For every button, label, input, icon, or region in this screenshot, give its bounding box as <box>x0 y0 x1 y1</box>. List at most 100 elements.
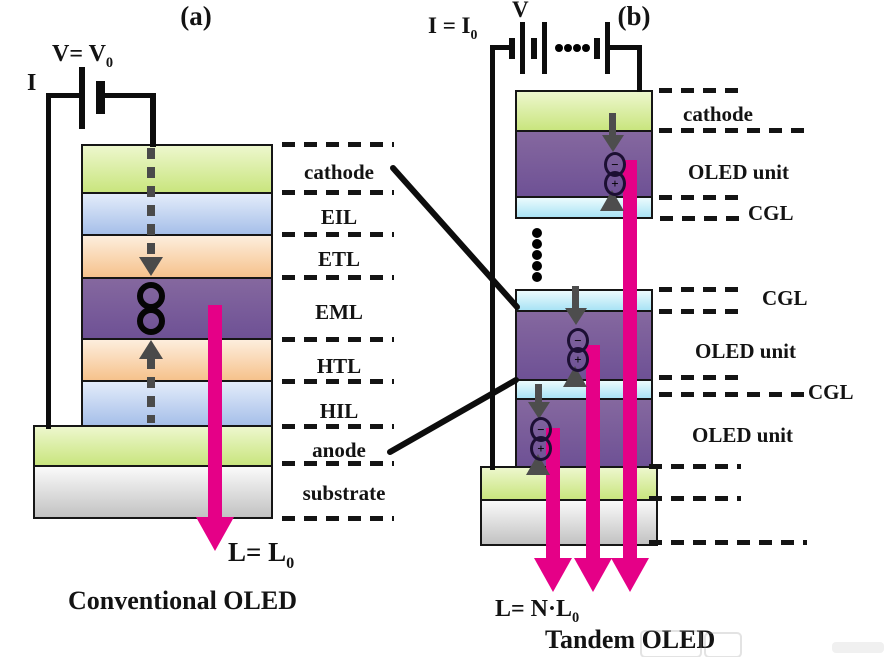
light-arrow-a-head <box>196 517 234 551</box>
battery-b-ellipsis-dot-4 <box>582 44 590 52</box>
layer-a-anode <box>33 425 273 467</box>
hole-flow-dashed-arrow-icon <box>147 358 155 423</box>
light-arrow-b2-shaft <box>586 345 600 560</box>
watermark-overlay-2 <box>704 632 742 657</box>
battery-a-long-plate <box>79 67 85 129</box>
luminance-a-label: L= L0 <box>228 537 294 572</box>
wire-a-left-horizontal <box>46 93 84 98</box>
leader-dash-a-6 <box>282 379 394 384</box>
label-b-cathode: cathode <box>683 102 753 126</box>
layer-b-cathode <box>515 90 653 132</box>
leader-dash-b-5 <box>659 287 745 292</box>
hole-arrowhead-up-icon <box>139 340 163 359</box>
anode-connector-line <box>387 377 519 455</box>
battery-b-plate-5 <box>594 38 600 59</box>
stack-ellipsis-dot-2 <box>532 239 542 249</box>
carrier-arrow-1-shaft <box>609 113 616 137</box>
wire-a-to-anode <box>46 93 51 429</box>
hole-charge-2-icon: + <box>567 347 589 372</box>
cathode-connector-line <box>390 165 520 310</box>
layer-a-eil <box>81 192 273 236</box>
battery-b-ellipsis-dot-2 <box>564 44 572 52</box>
voltage-text-a: V= V <box>52 41 106 67</box>
luminance-b-sub: 0 <box>572 610 580 627</box>
caption-conventional-oled: Conventional OLED <box>68 586 297 615</box>
label-a-eml: EML <box>315 300 363 324</box>
wire-a-right-horizontal <box>100 93 156 98</box>
label-a-substrate: substrate <box>302 481 386 505</box>
light-arrow-b3-shaft <box>623 160 637 560</box>
hole-charge-3-icon: + <box>530 436 552 461</box>
carrier-arrowhead-down-1-icon <box>602 135 624 152</box>
layer-a-substrate <box>33 465 273 519</box>
wire-a-to-cathode <box>150 93 156 147</box>
exciton-circle-top-icon <box>137 282 165 310</box>
leader-dash-b-8 <box>659 392 807 397</box>
leader-dash-b-2 <box>659 128 806 133</box>
battery-b-plate-4 <box>542 22 547 74</box>
leader-dash-b-1 <box>659 88 741 93</box>
leader-dash-a-4 <box>282 275 394 280</box>
luminance-b-label: L= N·L0 <box>495 596 580 627</box>
leader-dash-a-2 <box>282 190 394 195</box>
carrier-arrow-2-shaft <box>572 286 579 310</box>
layer-a-eml <box>81 277 273 340</box>
carrier-arrow-3-shaft <box>535 384 542 404</box>
voltage-label-b: V <box>512 0 529 22</box>
panel-a-tag: (a) <box>180 1 212 31</box>
leader-dash-a-9 <box>282 516 394 521</box>
label-a-eil: EIL <box>320 205 358 229</box>
layer-a-hil <box>81 380 273 427</box>
carrier-arrowhead-down-3-icon <box>528 402 550 419</box>
leader-dash-b-3 <box>659 195 741 200</box>
battery-b-ellipsis-dot-3 <box>573 44 581 52</box>
leader-dash-b-4 <box>660 216 744 221</box>
label-b-cgl-3: CGL <box>808 380 854 404</box>
battery-b-plate-3 <box>531 38 537 59</box>
stack-ellipsis-dot-4 <box>532 261 542 271</box>
leader-dash-b-6 <box>659 309 745 314</box>
watermark-corner-smudge <box>832 642 884 653</box>
label-b-cgl-1: CGL <box>748 201 794 225</box>
electron-flow-dashed-arrow-icon <box>147 148 155 258</box>
label-b-cgl-2: CGL <box>762 286 808 310</box>
label-a-anode: anode <box>312 438 366 462</box>
leader-dash-b-11 <box>649 540 807 545</box>
light-arrow-b3-head <box>611 558 649 592</box>
leader-dash-a-8 <box>282 461 394 466</box>
light-arrow-b2-head <box>574 558 612 592</box>
light-arrow-b1-head <box>534 558 572 592</box>
wire-b-to-anode <box>490 45 495 470</box>
carrier-arrowhead-down-2-icon <box>565 308 587 325</box>
luminance-b-text: L= N·L <box>495 596 573 622</box>
stack-ellipsis-dot-1 <box>532 228 542 238</box>
electron-arrowhead-down-icon <box>139 257 163 276</box>
leader-dash-a-7 <box>282 424 394 429</box>
voltage-label-a: V= V0 <box>52 41 113 71</box>
leader-dash-b-7 <box>659 375 745 380</box>
label-a-hil: HIL <box>319 399 359 423</box>
stack-ellipsis-dot-3 <box>532 250 542 260</box>
battery-b-plate-6 <box>605 22 610 74</box>
hole-charge-1-icon: + <box>604 171 626 196</box>
light-arrow-a-shaft <box>208 305 222 520</box>
label-b-oled-unit-2: OLED unit <box>695 339 796 363</box>
current-sub-b: 0 <box>470 27 478 43</box>
current-text-b: I = I <box>428 13 471 38</box>
leader-dash-a-3 <box>282 232 394 237</box>
caption-tandem-oled: Tandem OLED <box>545 625 716 654</box>
wire-b-right-horizontal <box>608 45 642 50</box>
label-b-oled-unit-1: OLED unit <box>688 160 789 184</box>
label-a-etl: ETL <box>317 247 361 271</box>
watermark-overlay <box>640 630 702 657</box>
battery-b-plate-2 <box>520 22 525 74</box>
wire-b-left-horizontal <box>492 45 512 50</box>
label-a-cathode: cathode <box>304 160 374 184</box>
luminance-a-text: L= L <box>228 537 287 567</box>
battery-b-plate-1 <box>509 38 515 59</box>
layer-a-etl <box>81 234 273 279</box>
exciton-circle-bottom-icon <box>137 307 165 335</box>
leader-dash-b-9 <box>649 464 741 469</box>
leader-dash-a-5 <box>282 337 394 342</box>
